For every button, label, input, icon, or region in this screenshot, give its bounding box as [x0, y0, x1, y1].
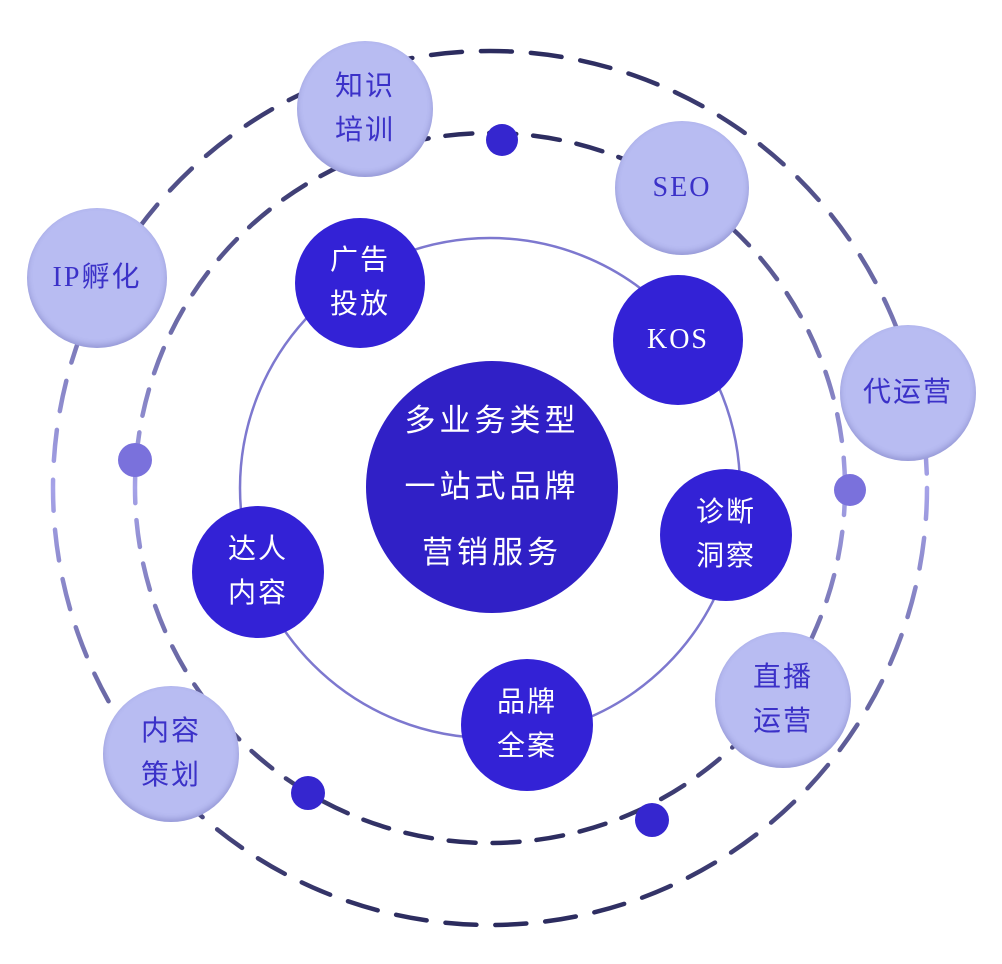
- node-label-line: 培训: [334, 115, 395, 146]
- center-node: 多业务类型 一站式品牌 营销服务: [366, 361, 618, 613]
- center-label-line: 营销服务: [422, 535, 562, 570]
- node-label-line: 知识: [334, 71, 395, 102]
- center-label-line: 多业务类型: [404, 403, 580, 438]
- orbit-dot-right: [834, 474, 866, 506]
- node-label-line: 品牌: [496, 687, 557, 718]
- node-label-line: 内容: [140, 716, 201, 747]
- node-label-line: 诊断: [695, 497, 756, 528]
- outer-node-agency-operation: 代运营: [840, 325, 976, 461]
- inner-node-influencer-content: 达人 内容: [192, 506, 324, 638]
- node-label-line: 直播: [752, 662, 813, 693]
- outer-node-ip-incubation: IP孵化: [27, 208, 167, 348]
- outer-node-livestream-operation: 直播 运营: [715, 632, 851, 768]
- node-label-line: IP孵化: [52, 262, 142, 293]
- node-label-line: 代运营: [862, 377, 953, 408]
- inner-node-diagnosis-insight: 诊断 洞察: [660, 469, 792, 601]
- node-label-line: 广告: [329, 245, 390, 276]
- inner-node-brand-full-case: 品牌 全案: [461, 659, 593, 791]
- node-label-line: 全案: [496, 731, 557, 762]
- outer-node-content-planning: 内容 策划: [103, 686, 239, 822]
- node-label-line: SEO: [652, 172, 712, 203]
- orbit-dot-top: [486, 124, 518, 156]
- node-label-line: 洞察: [695, 541, 756, 572]
- inner-node-ad-placement: 广告 投放: [295, 218, 425, 348]
- node-label-line: 投放: [329, 289, 390, 320]
- outer-orbit-ring-dashed: [50, 48, 930, 928]
- outer-node-knowledge-training: 知识 培训: [297, 41, 433, 177]
- orbit-dot-bottom-right: [635, 803, 669, 837]
- node-label-line: 策划: [140, 760, 201, 791]
- node-label-line: 运营: [752, 706, 813, 737]
- inner-node-kos: KOS: [613, 275, 743, 405]
- outer-node-seo: SEO: [615, 121, 749, 255]
- center-label-line: 一站式品牌: [404, 469, 580, 504]
- node-label-line: 达人: [227, 534, 288, 565]
- node-label-line: 内容: [227, 578, 288, 609]
- orbit-dot-bottom-left: [291, 776, 325, 810]
- orbit-dot-left: [118, 443, 152, 477]
- node-label-line: KOS: [646, 324, 709, 355]
